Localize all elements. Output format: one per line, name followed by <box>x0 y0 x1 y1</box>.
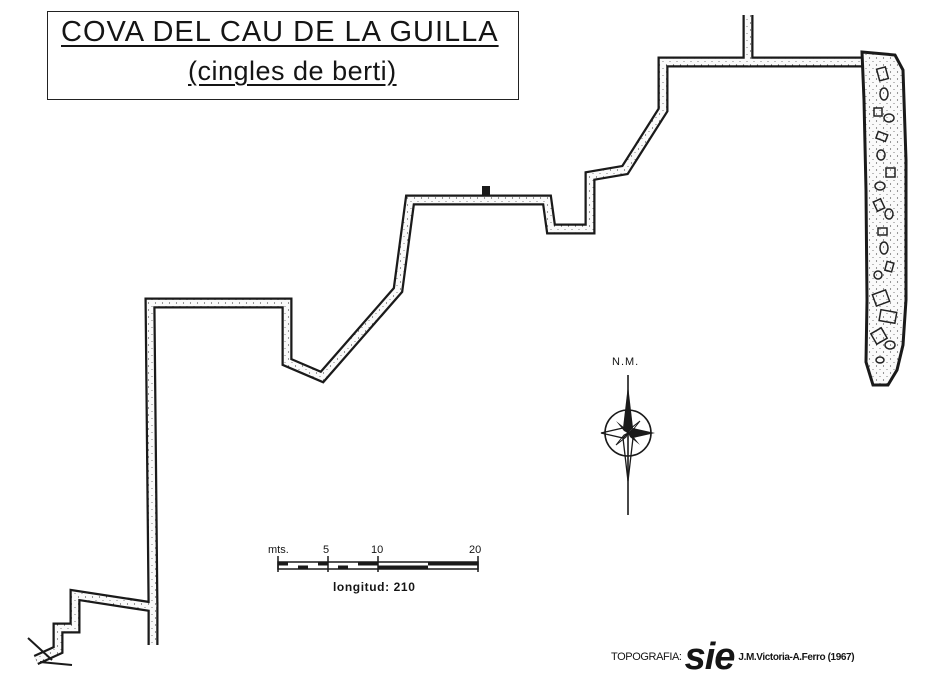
boulder-chamber <box>860 50 908 387</box>
boulder-symbols <box>869 65 898 364</box>
location-subtitle: (cingles de berti) <box>188 56 397 86</box>
north-label: N.M. <box>612 356 640 368</box>
title-box: COVA DEL CAU DE LA GUILLA (cingles de be… <box>47 11 519 100</box>
credit-authors: J.M.Victoria-A.Ferro (1967) <box>738 651 855 663</box>
scale-tick-label: 5 <box>323 544 330 556</box>
passage-length-caption: longitud: 210 <box>333 580 416 594</box>
cave-passage-floor <box>34 15 880 663</box>
survey-credit: TOPOGRAFIA: SIE J.M.Victoria-A.Ferro (19… <box>611 636 855 678</box>
entrance-marks <box>27 637 73 666</box>
credit-label: TOPOGRAFIA: <box>611 651 682 663</box>
scale-bar <box>277 556 479 572</box>
scale-tick-label: 10 <box>371 544 384 556</box>
cave-name-title: COVA DEL CAU DE LA GUILLA <box>61 16 499 48</box>
sie-logo: SIE <box>684 636 736 678</box>
scale-tick-label: 20 <box>469 544 482 556</box>
scale-unit-label: mts. <box>268 544 289 556</box>
compass-rose-icon <box>600 375 655 515</box>
